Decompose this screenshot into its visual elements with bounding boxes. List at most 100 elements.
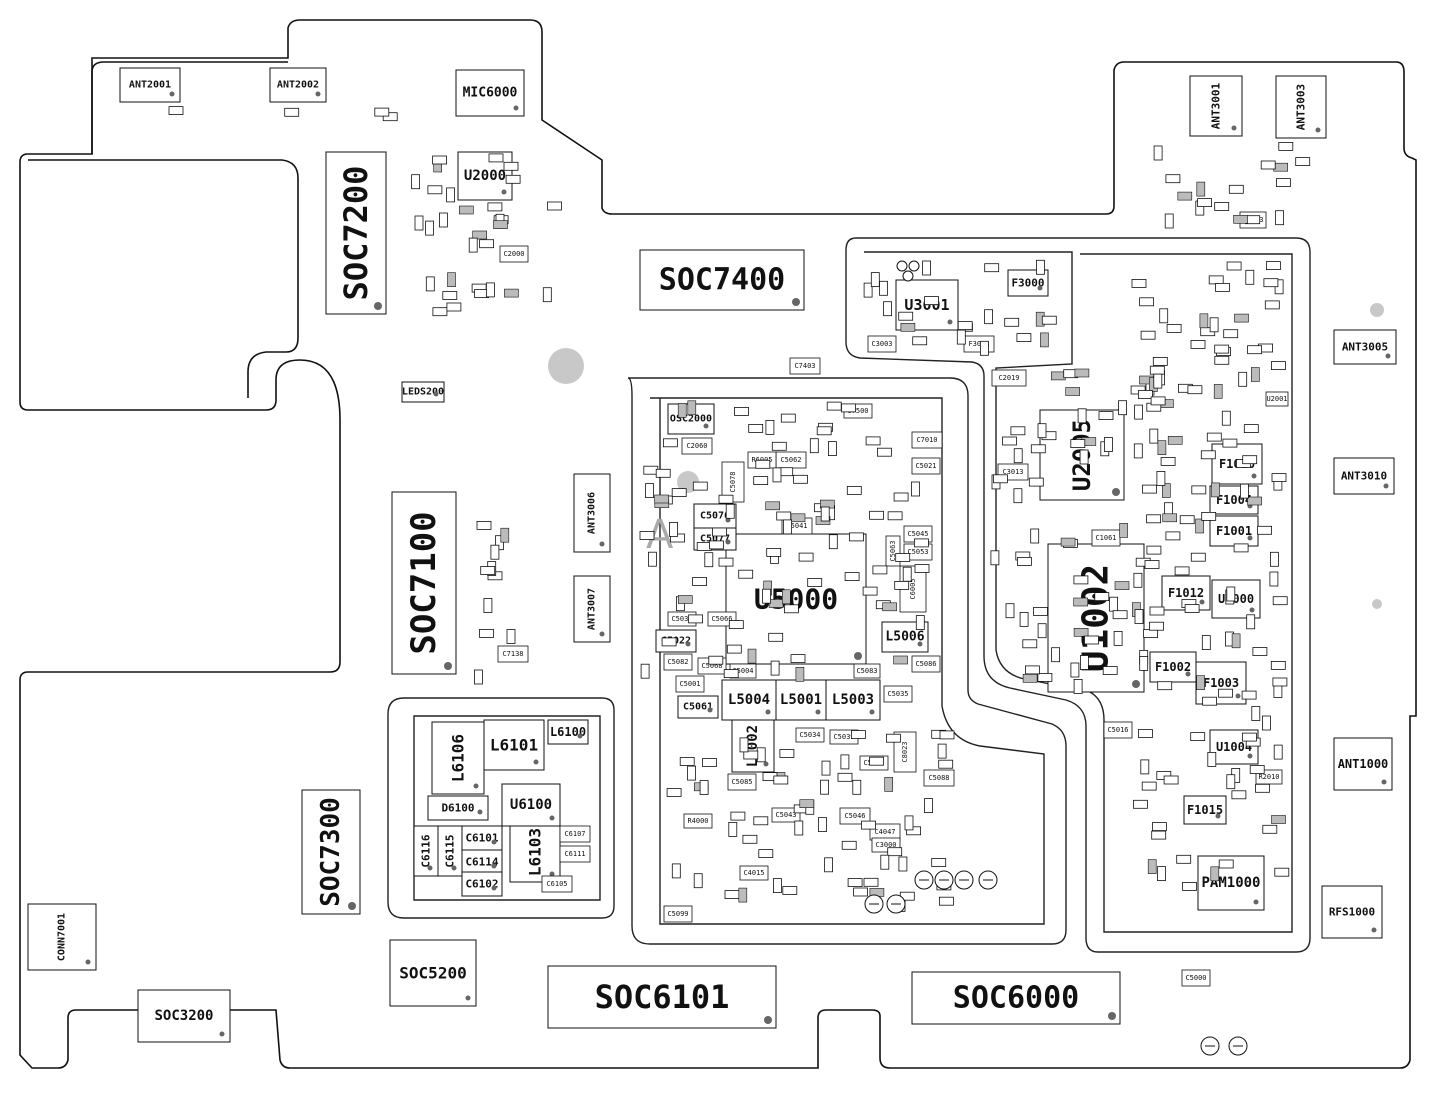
smd-label: C5046	[844, 812, 865, 820]
part-soc6101: SOC6101	[547, 965, 777, 1029]
passive-component	[1019, 612, 1029, 627]
part-u1000: U1000	[1211, 579, 1261, 619]
pin1-marker	[491, 885, 497, 891]
part-label: D6100	[441, 802, 474, 815]
passive-component	[1131, 278, 1147, 288]
part-soc7200: SOC7200	[325, 151, 387, 315]
passive-component	[772, 467, 782, 483]
passive-component	[1241, 690, 1257, 700]
smd-body	[911, 457, 941, 475]
passive-component	[865, 436, 881, 446]
passive-component	[1073, 597, 1088, 607]
part-l5002: L5002	[731, 719, 775, 773]
passive-component	[862, 586, 878, 596]
pin1-marker	[427, 865, 433, 871]
pin1-marker	[169, 91, 175, 97]
smd-c5086: C5086	[911, 655, 941, 673]
passive-component	[1134, 609, 1144, 624]
part-body	[301, 789, 361, 915]
passive-component	[504, 288, 519, 298]
part-body	[573, 473, 611, 553]
smd-c4015: C4015	[739, 865, 769, 881]
passive-component	[718, 494, 734, 504]
smd-label: C5078	[729, 471, 737, 492]
part-label: ANT3001	[1210, 82, 1223, 129]
smd-label: C5085	[731, 778, 752, 786]
passive-component	[984, 263, 1000, 273]
passive-component	[1073, 679, 1083, 694]
pin1-marker	[1371, 927, 1377, 933]
smd-body	[681, 437, 713, 455]
passive-component	[993, 474, 1008, 484]
passive-component	[820, 506, 830, 522]
smd-label: C3013	[1002, 468, 1023, 476]
passive-component	[661, 637, 677, 647]
passive-component	[483, 598, 493, 613]
passive-component	[1139, 297, 1154, 307]
passive-component	[1133, 443, 1143, 459]
smd-u2001: U2001	[1265, 391, 1289, 407]
passive-component	[1022, 673, 1038, 683]
passive-component	[773, 775, 789, 785]
passive-component	[1164, 213, 1174, 229]
passive-component	[693, 873, 703, 889]
passive-component	[893, 492, 909, 502]
pin1-marker	[1132, 680, 1140, 688]
passive-component	[677, 595, 693, 604]
passive-component	[1004, 317, 1020, 327]
passive-component	[798, 552, 814, 562]
pin1-marker	[219, 1031, 225, 1037]
passive-component	[1133, 799, 1148, 809]
smd-body	[739, 865, 769, 881]
part-label: SOC7200	[337, 166, 375, 301]
passive-component	[790, 513, 806, 523]
passive-component	[900, 322, 916, 332]
passive-component	[1226, 261, 1242, 271]
passive-component	[1269, 571, 1279, 587]
passive-component	[1234, 313, 1249, 323]
part-label: SOC7300	[316, 797, 346, 907]
part-u1004: U1004	[1209, 729, 1259, 765]
passive-component	[739, 737, 749, 753]
part-c6101: C6101	[461, 825, 503, 851]
passive-component	[1199, 313, 1209, 329]
pin1-marker	[473, 783, 479, 789]
part-f1001: F1001	[1209, 515, 1259, 547]
passive-component	[1102, 666, 1118, 675]
passive-component	[1157, 440, 1167, 456]
pin1-marker	[1235, 693, 1241, 699]
pin1-marker	[765, 709, 771, 715]
smd-label: C3003	[871, 340, 892, 348]
part-soc7300: SOC7300	[301, 789, 361, 915]
passive-component	[887, 511, 903, 521]
passive-component	[506, 629, 516, 644]
passive-component	[1197, 198, 1212, 208]
part-c6115: C6115	[437, 825, 463, 877]
passive-component	[887, 847, 903, 857]
part-l6101: L6101	[483, 719, 545, 771]
passive-component	[1098, 411, 1114, 421]
passive-component	[1149, 365, 1165, 375]
part-f1015: F1015	[1183, 795, 1227, 825]
part-label: F1015	[1187, 803, 1223, 817]
passive-component	[1143, 629, 1158, 638]
passive-component	[1013, 448, 1023, 464]
passive-component	[1037, 623, 1047, 639]
pin1-marker	[1199, 599, 1205, 605]
passive-component	[692, 481, 708, 491]
passive-component	[687, 765, 696, 781]
passive-component	[841, 840, 857, 850]
passive-component	[844, 572, 860, 581]
passive-component	[931, 858, 947, 867]
passive-component	[924, 798, 933, 813]
passive-component	[894, 581, 910, 590]
passive-component	[495, 535, 504, 551]
passive-component	[1174, 566, 1190, 576]
passive-component	[1295, 157, 1311, 167]
smd-label: C5066	[711, 615, 732, 623]
smd-label: C5039	[833, 733, 854, 741]
pin1-marker	[1381, 779, 1387, 785]
part-label: MIC6000	[463, 86, 518, 101]
passive-component	[432, 155, 448, 165]
passive-component	[1233, 215, 1248, 224]
